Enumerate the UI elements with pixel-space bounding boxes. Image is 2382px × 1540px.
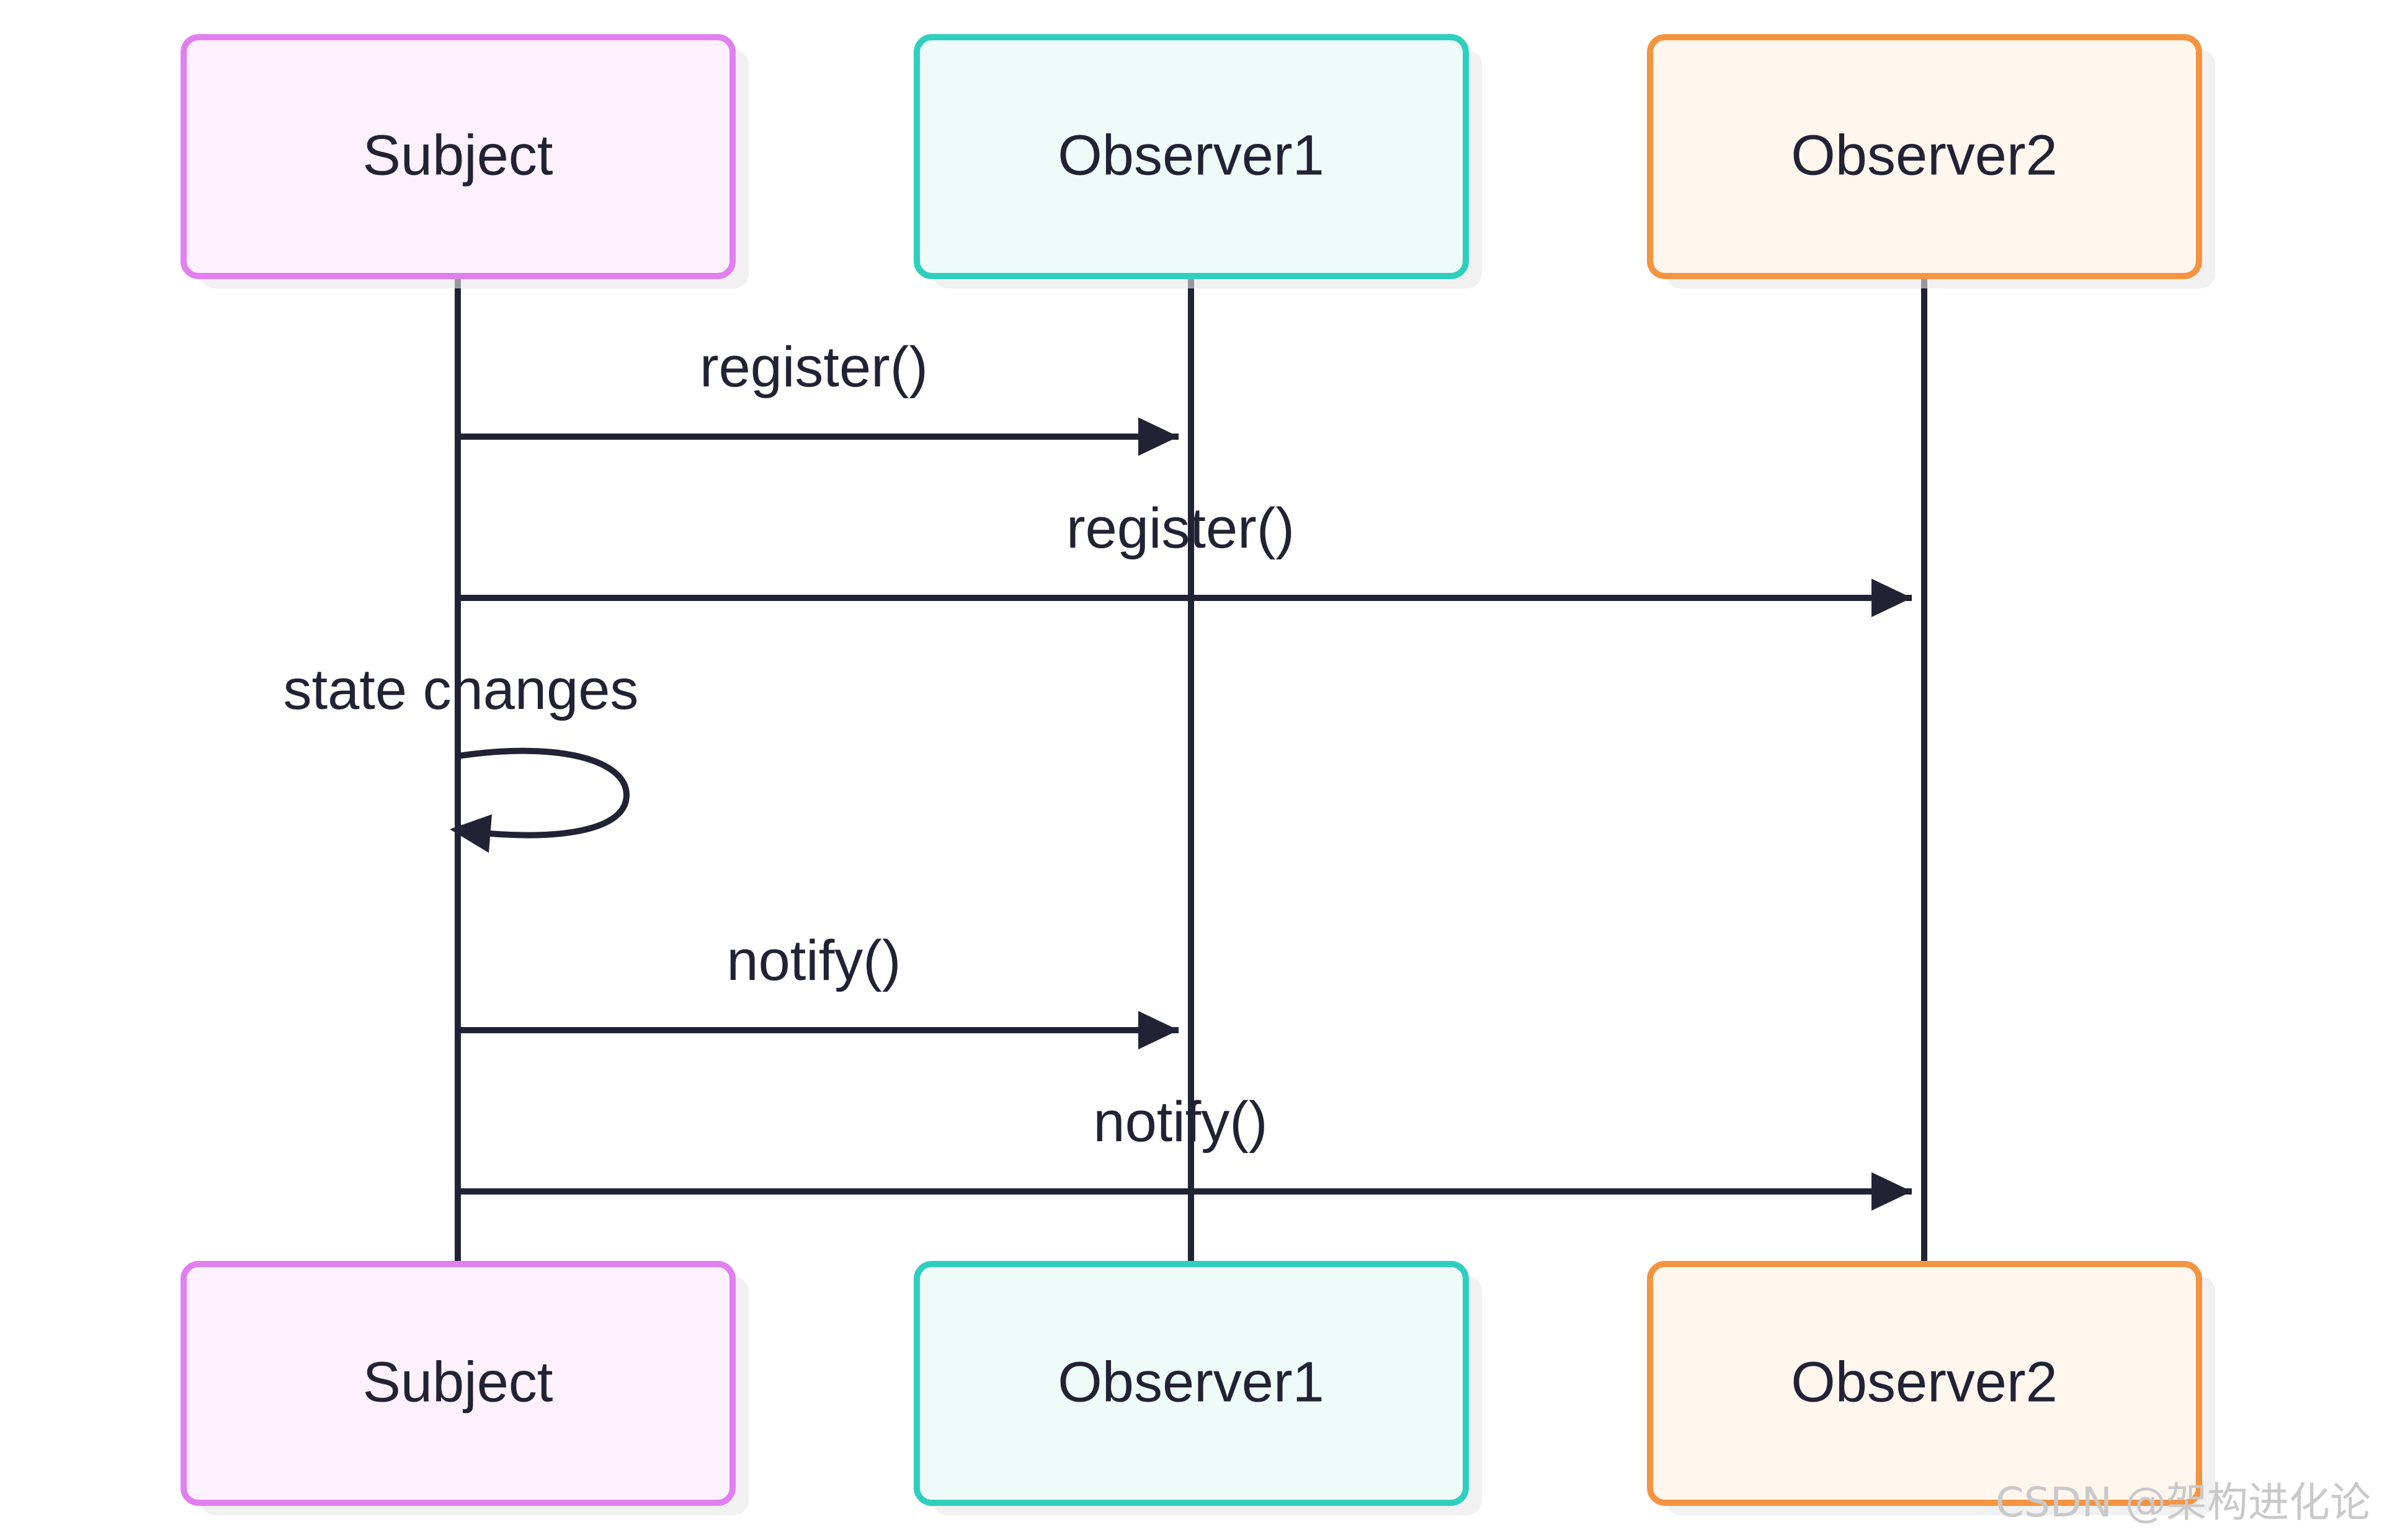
participant-label: Subject: [363, 123, 553, 187]
message-label: notify(): [1093, 1090, 1267, 1154]
message-label: register(): [700, 336, 928, 399]
arrowhead-icon: [450, 814, 492, 853]
arrowhead-icon: [1871, 1172, 1912, 1211]
participant-label: Subject: [363, 1350, 553, 1413]
message-label: state changes: [283, 658, 639, 721]
message-notify-observer2: notify(): [458, 1090, 1912, 1211]
participant-observer2-bottom: Observer2: [1647, 1261, 2215, 1515]
arrowhead-icon: [1138, 1011, 1179, 1049]
arrowhead-icon: [1871, 579, 1912, 617]
participant-subject-bottom: Subject: [181, 1261, 749, 1515]
participant-label: Observer1: [1058, 123, 1324, 187]
participant-label: Observer2: [1791, 123, 2058, 187]
message-notify-observer1: notify(): [458, 929, 1179, 1049]
message-label: register(): [1066, 497, 1295, 560]
participant-observer1-top: Observer1: [914, 34, 1482, 288]
message-state-changes: state changes: [283, 658, 639, 853]
participant-label: Observer2: [1791, 1350, 2058, 1413]
participant-label: Observer1: [1058, 1350, 1324, 1413]
watermark: CSDN @架构进化论: [1996, 1479, 2371, 1526]
message-label: notify(): [726, 929, 901, 992]
arrowhead-icon: [1138, 417, 1179, 456]
message-register-observer2: register(): [458, 497, 1912, 617]
participant-observer1-bottom: Observer1: [914, 1261, 1482, 1515]
participant-subject-top: Subject: [181, 34, 749, 288]
participant-observer2-top: Observer2: [1647, 34, 2215, 288]
message-register-observer1: register(): [458, 336, 1179, 456]
